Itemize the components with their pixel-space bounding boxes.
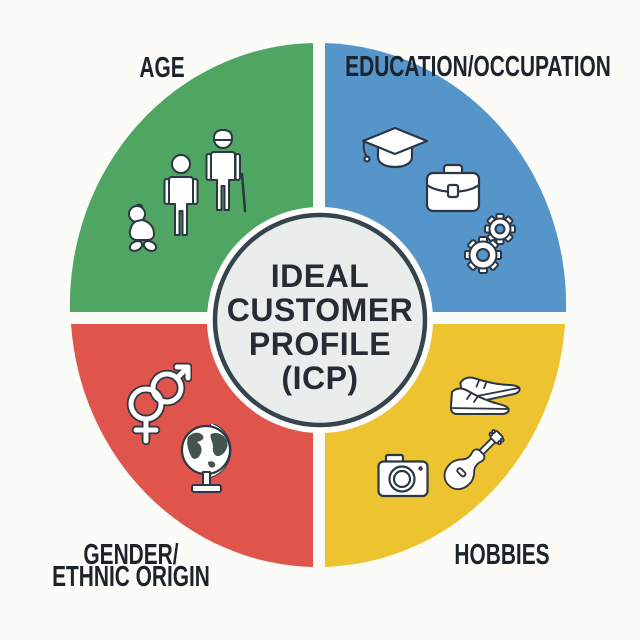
label-age: AGE — [139, 52, 185, 84]
globe-icon — [180, 424, 232, 493]
center-circle — [212, 212, 428, 428]
center-title-line2: CUSTOMER — [226, 292, 414, 328]
sneakers-icon — [449, 366, 522, 415]
graduation-cap-icon — [361, 126, 429, 169]
center-title-line3: PROFILE — [248, 326, 392, 362]
label-gender-line1: GENDER/ — [83, 539, 179, 571]
label-gender-ethnic-origin: GENDER/ ETHNIC ORIGIN — [52, 539, 210, 593]
center-title: IDEAL CUSTOMER PROFILE (ICP) — [227, 259, 414, 395]
gender-symbols-icon — [126, 362, 192, 446]
adult-icon — [163, 154, 199, 236]
baby-icon — [128, 203, 158, 252]
guitar-icon — [443, 429, 505, 491]
camera-icon — [377, 453, 429, 498]
center-title-line4: (ICP) — [281, 360, 359, 396]
elderly-person-icon — [205, 129, 247, 213]
label-education-occupation: EDUCATION/OCCUPATION — [345, 51, 611, 83]
center-title-line1: IDEAL — [270, 258, 370, 294]
label-gender-line2: ETHNIC ORIGIN — [52, 561, 210, 593]
briefcase-icon — [425, 163, 481, 213]
gears-icon — [464, 213, 516, 274]
label-hobbies: HOBBIES — [454, 539, 550, 571]
